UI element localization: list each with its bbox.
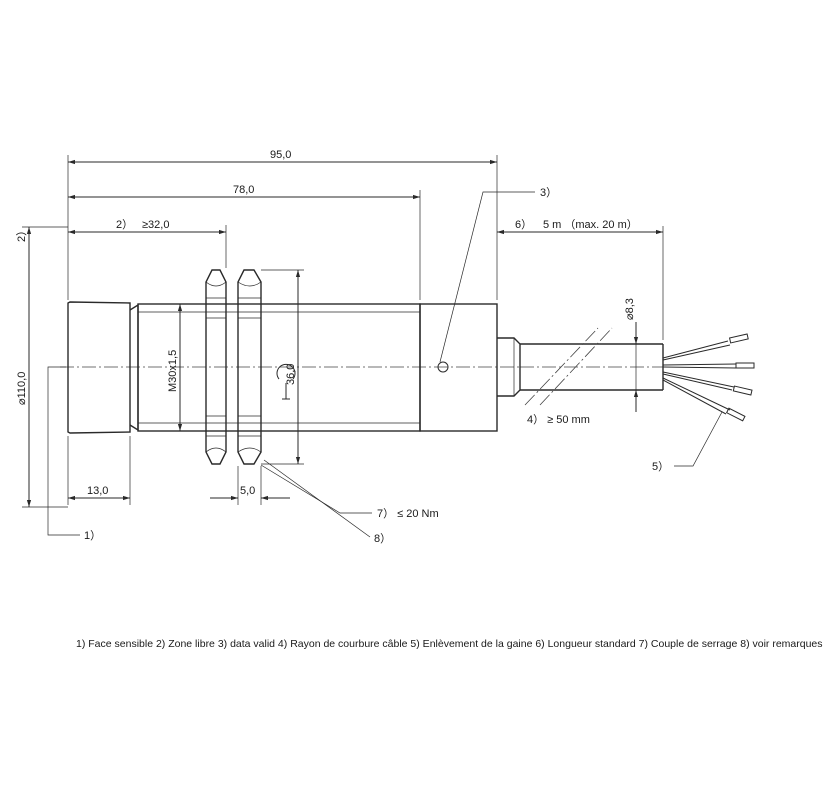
cable <box>520 327 664 406</box>
dim-free-zone-ref: 2） <box>116 218 133 231</box>
dim-sensing-face: 13,0 <box>87 485 108 497</box>
callout-6-ref: 6） <box>515 218 532 231</box>
callout-5: 5） <box>652 460 669 473</box>
callout-3: 3） <box>540 186 557 199</box>
callout-1: 1） <box>84 529 101 542</box>
sensor-body <box>67 301 521 434</box>
cable-wires <box>662 333 755 422</box>
callout-6-value: 5 m （max. 20 m） <box>543 218 638 231</box>
dim-thread: M30x1,5 <box>167 350 179 392</box>
dim-nut-thickness: 5,0 <box>240 485 255 497</box>
mounting-nut-right <box>237 269 262 465</box>
led-indicator <box>437 361 449 373</box>
callout-7: 7） ≤ 20 Nm <box>377 507 439 520</box>
dim-nut-width: 36,0 <box>285 364 297 385</box>
dim-housing-length: 78,0 <box>233 184 254 196</box>
dim-free-zone-diameter: ⌀110,0 <box>16 372 28 405</box>
mounting-nut-left <box>205 269 227 465</box>
dim-cable-diameter: ⌀8,3 <box>624 298 636 320</box>
dim-overall-length: 95,0 <box>270 149 291 161</box>
legend: 1) Face sensible 2) Zone libre 3) data v… <box>76 638 823 650</box>
dim-free-zone: ≥32,0 <box>142 219 169 231</box>
sensor-dimension-drawing: 95,0 78,0 2） ≥32,0 2） ⌀110,0 M30x1,5 36,… <box>15 149 755 545</box>
dim-free-zone-diameter-ref: 2） <box>15 225 28 242</box>
callout-4: 4） ≥ 50 mm <box>527 413 590 426</box>
wrench-icon <box>276 363 296 400</box>
callout-8: 8） <box>374 532 391 545</box>
